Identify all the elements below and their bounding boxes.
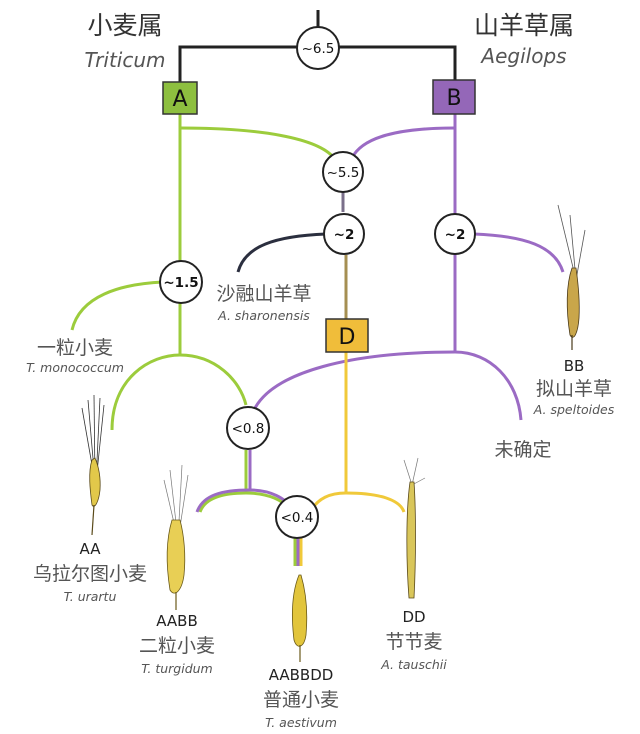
urartu-latin: T. urartu: [64, 589, 117, 604]
speltoides-spike-image: [557, 204, 586, 350]
tauschii-genome: DD: [402, 608, 425, 626]
sharonensis-cn: 沙融山羊草: [216, 283, 311, 305]
a-arch: [110, 353, 248, 431]
aestivum-cn: 普通小麦: [263, 689, 339, 711]
speltoides-branch: [473, 232, 565, 273]
monococcum-branch: [70, 280, 164, 331]
aestivum-spike-image: [292, 574, 308, 662]
turgidum-latin: T. turgidum: [141, 661, 213, 676]
node-b-split: ~2: [434, 213, 476, 255]
undetermined-cn: 未确定: [494, 439, 551, 461]
box-a-label: A: [172, 87, 187, 112]
box-d: D: [325, 318, 369, 353]
turgidum-cn: 二粒小麦: [139, 635, 215, 657]
node-mono-split: ~1.5: [159, 260, 203, 304]
speltoides-latin: A. speltoides: [533, 402, 615, 417]
sharonensis-branch: [236, 232, 327, 273]
aestivum-genome: AABBDD: [269, 666, 334, 684]
node-root: ~6.5: [296, 26, 340, 70]
node-ab-merge: ~5.5: [322, 151, 364, 193]
urartu-spike-image: [81, 394, 105, 536]
b-arch: [253, 350, 523, 421]
node-ab-merge-label: ~5.5: [327, 165, 360, 181]
node-hexaploid-label: <0.4: [281, 510, 314, 526]
node-b-split-label: ~2: [445, 227, 466, 243]
b-to-merge: [350, 126, 456, 159]
aegilops-cn-label: 山羊草属: [474, 11, 574, 40]
tauschii-cn: 节节麦: [385, 631, 442, 653]
turgidum-genome: AABB: [156, 612, 198, 630]
monococcum-cn: 一粒小麦: [37, 337, 113, 359]
box-a: A: [162, 81, 198, 115]
sharonensis-latin: A. sharonensis: [217, 308, 310, 323]
triticum-cn-label: 小麦属: [87, 11, 162, 40]
node-sharon-split-label: ~2: [334, 227, 355, 243]
b-lineage: [195, 114, 565, 566]
node-tetraploid-label: <0.8: [232, 421, 265, 437]
tauschii-latin: A. tauschii: [380, 657, 447, 672]
box-d-label: D: [339, 325, 356, 350]
speltoides-genome: BB: [564, 357, 585, 375]
urartu-cn: 乌拉尔图小麦: [33, 563, 147, 585]
a-to-merge: [179, 126, 336, 160]
node-root-label: ~6.5: [302, 41, 335, 57]
tauschii-spike-image: [403, 457, 426, 599]
node-mono-split-label: ~1.5: [163, 275, 198, 291]
turgidum-spike-image: [163, 464, 189, 610]
box-b: B: [432, 79, 476, 115]
speltoides-cn: 拟山羊草: [536, 378, 612, 400]
aegilops-latin-label: Aegilops: [479, 44, 566, 68]
d-arch: [308, 491, 406, 513]
monococcum-latin: T. monococcum: [26, 360, 124, 375]
a-lineage: [70, 114, 336, 566]
node-hexaploid: <0.4: [275, 495, 319, 539]
d-lineage: [299, 352, 406, 566]
node-sharon-split: ~2: [323, 213, 365, 255]
triticum-latin-label: Triticum: [85, 48, 166, 72]
box-b-label: B: [446, 86, 461, 111]
urartu-genome: AA: [80, 540, 102, 558]
node-tetraploid: <0.8: [226, 406, 270, 450]
aestivum-latin: T. aestivum: [265, 715, 337, 730]
